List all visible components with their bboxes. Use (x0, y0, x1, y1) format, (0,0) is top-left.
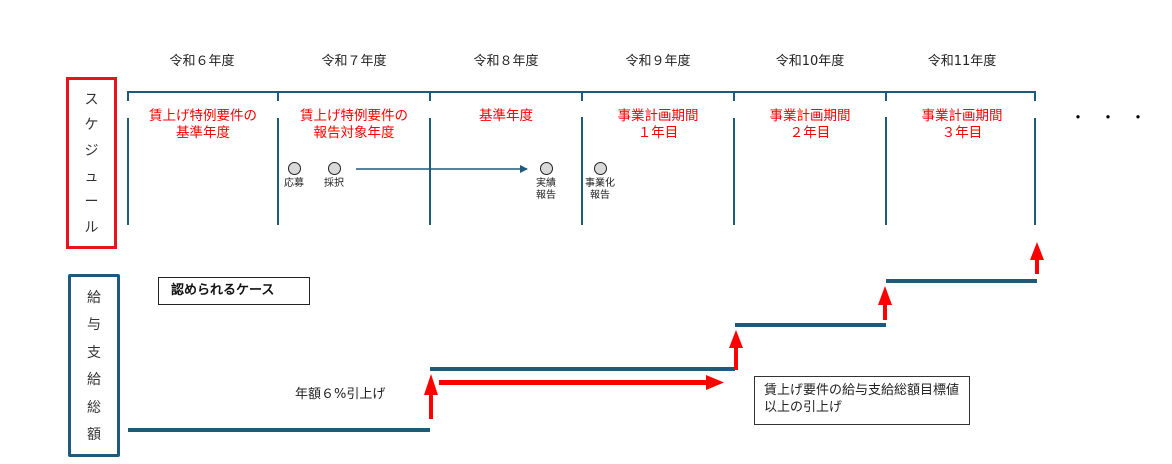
milestone-application: 応募 (284, 162, 304, 190)
phase-label-r7: 賃上げ特例要件の 報告対象年度 (300, 108, 408, 141)
year-header-r9: 令和９年度 (625, 54, 691, 69)
salary-label-char: 支 (87, 344, 101, 361)
milestone-selection: 採択 (324, 162, 344, 190)
milestone-circle-icon (327, 162, 341, 175)
milestone-label: 実績 報告 (536, 178, 556, 201)
salary-steps (128, 279, 1037, 432)
schedule-label-char: ュ (84, 168, 99, 185)
continuation-ellipsis: ・・・ (1070, 108, 1161, 127)
up-arrow-icon (424, 374, 438, 419)
milestone-label: 応募 (284, 178, 304, 189)
salary-total-label-box: 給 与 支 給 総 額 (68, 274, 120, 457)
schedule-label-char: ジ (84, 143, 99, 160)
schedule-label-char: ー (84, 194, 99, 211)
salary-label-char: 給 (87, 289, 101, 306)
year-header-r10: 令和10年度 (775, 54, 845, 69)
year-header-r8: 令和８年度 (473, 54, 539, 69)
salary-label-char: 与 (87, 317, 101, 334)
schedule-label-box: ス ケ ジ ュ ー ル (66, 77, 117, 249)
milestone-circle-icon (539, 162, 553, 175)
phase-label-r11: 事業計画期間 ３年目 (921, 108, 1003, 141)
milestone-results-report: 実績 報告 (536, 162, 556, 202)
milestone-label: 採択 (324, 178, 344, 189)
salary-label-char: 額 (87, 427, 101, 444)
phase-label-r8: 基準年度 (479, 108, 533, 124)
year-header-r6: 令和６年度 (169, 54, 235, 69)
sustain-arrow (439, 375, 724, 390)
year-header-r7: 令和７年度 (321, 54, 387, 69)
annual-raise-label: 年額６%引上げ (295, 387, 386, 402)
schedule-label-char: ル (84, 220, 99, 237)
target-note-box: 賃上げ要件の給与支給総額目標値 以上の引上げ (754, 376, 970, 425)
accepted-case-title: 認められるケース (158, 277, 310, 305)
milestone-circle-icon (593, 162, 607, 175)
raise-arrows (424, 242, 1044, 419)
salary-label-char: 給 (87, 372, 101, 389)
up-arrow-icon (1030, 242, 1044, 274)
year-header-r11: 令和11年度 (927, 54, 997, 69)
milestone-commercialization-report: 事業化 報告 (585, 162, 615, 202)
schedule-label-char: ケ (84, 117, 99, 134)
milestone-label: 事業化 報告 (585, 178, 615, 201)
up-arrow-icon (878, 286, 892, 320)
up-arrow-icon (729, 330, 743, 370)
phase-label-r10: 事業計画期間 ２年目 (769, 108, 851, 141)
phase-label-r9: 事業計画期間 １年目 (617, 108, 699, 141)
timeline-bracket (127, 91, 1036, 101)
milestone-circle-icon (287, 162, 301, 175)
salary-label-char: 総 (87, 399, 101, 416)
schedule-label-char: ス (84, 91, 99, 108)
year-dividers (127, 117, 1036, 225)
phase-label-r6: 賃上げ特例要件の 基準年度 (149, 108, 257, 141)
right-arrow-icon (706, 375, 724, 390)
sustain-arrow-shaft (439, 380, 709, 385)
